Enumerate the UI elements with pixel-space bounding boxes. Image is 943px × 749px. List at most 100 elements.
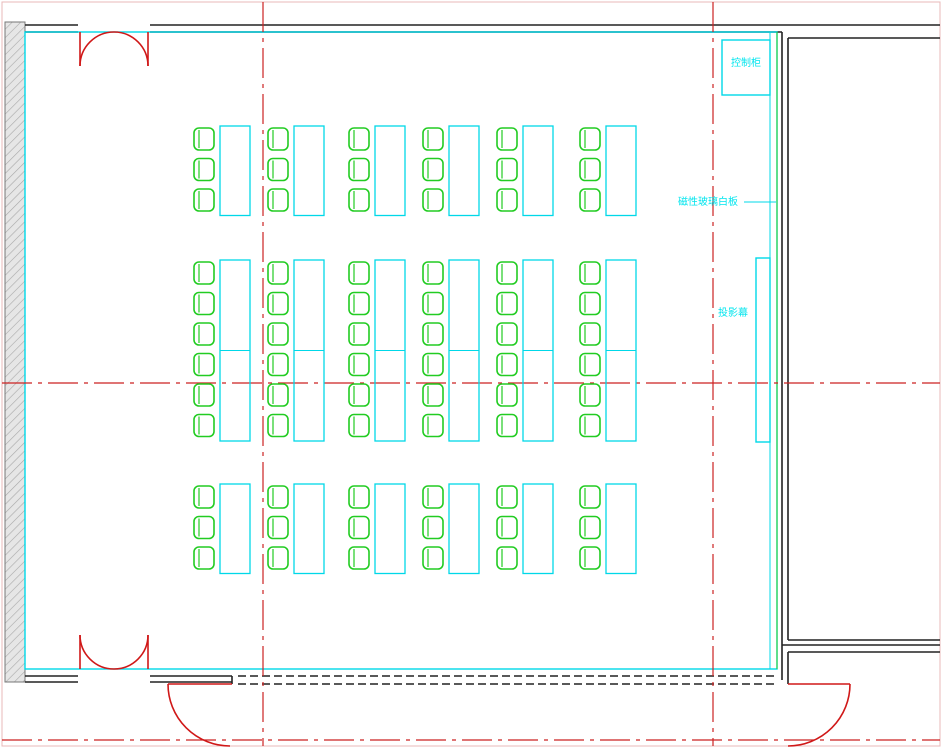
chair	[422, 157, 444, 182]
desk	[374, 125, 406, 217]
chair	[579, 322, 601, 346]
door-bottom-left	[79, 634, 149, 670]
chair	[267, 157, 289, 182]
chair	[193, 322, 215, 346]
chair	[193, 127, 215, 151]
chair	[422, 352, 444, 377]
chair	[579, 546, 601, 570]
chair	[496, 322, 518, 346]
chair	[267, 261, 289, 285]
chair	[193, 413, 215, 438]
desk	[522, 125, 554, 217]
chair	[422, 485, 444, 509]
chair	[422, 291, 444, 316]
chair	[496, 291, 518, 316]
chair	[579, 291, 601, 316]
chair	[496, 127, 518, 151]
chair	[193, 485, 215, 509]
chair	[348, 322, 370, 346]
chair	[422, 261, 444, 285]
chair	[267, 322, 289, 346]
desk	[219, 125, 251, 217]
control-cabinet-box	[721, 39, 771, 96]
desk	[293, 125, 325, 217]
desk	[374, 483, 406, 575]
chair	[496, 188, 518, 212]
desk	[448, 125, 480, 217]
chair	[579, 485, 601, 509]
chair	[193, 515, 215, 540]
chair	[348, 352, 370, 377]
projection-screen-bar	[755, 257, 771, 443]
chair	[579, 352, 601, 377]
chair	[496, 157, 518, 182]
chair	[267, 515, 289, 540]
chair	[496, 515, 518, 540]
chair	[422, 515, 444, 540]
chair	[496, 413, 518, 438]
chair	[348, 515, 370, 540]
chair	[422, 546, 444, 570]
desk	[605, 483, 637, 575]
control-cabinet-label: 控制柜	[731, 56, 761, 69]
chair	[422, 127, 444, 151]
chair	[496, 261, 518, 285]
desk	[219, 483, 251, 575]
chair	[267, 127, 289, 151]
chair	[193, 291, 215, 316]
chair	[496, 383, 518, 407]
chair	[348, 188, 370, 212]
chair	[193, 546, 215, 570]
chair	[267, 383, 289, 407]
chair	[579, 383, 601, 407]
desk	[448, 483, 480, 575]
chair	[348, 261, 370, 285]
door-bottom-wide-left	[167, 683, 232, 747]
chair	[348, 413, 370, 438]
desk	[293, 483, 325, 575]
door-top-left	[79, 31, 149, 67]
chair	[422, 188, 444, 212]
chair	[496, 546, 518, 570]
outer-walls	[25, 24, 940, 685]
chair	[579, 127, 601, 151]
chair	[193, 383, 215, 407]
chair	[267, 485, 289, 509]
projection-screen-label: 投影幕	[718, 306, 748, 319]
chair	[422, 322, 444, 346]
left-wall-hatch	[4, 21, 26, 683]
door-bottom-wide-right	[787, 683, 851, 747]
whiteboard-label: 磁性玻璃白板	[678, 195, 738, 208]
chair	[422, 413, 444, 438]
chair	[496, 485, 518, 509]
chair	[193, 188, 215, 212]
chair	[267, 291, 289, 316]
chair	[193, 261, 215, 285]
chair	[348, 485, 370, 509]
chair	[579, 157, 601, 182]
doors	[79, 31, 851, 747]
chair	[579, 188, 601, 212]
seating-area	[193, 125, 637, 575]
desk	[605, 125, 637, 217]
chair	[348, 127, 370, 151]
chair	[348, 383, 370, 407]
chair	[579, 413, 601, 438]
chair	[267, 188, 289, 212]
chair	[348, 157, 370, 182]
chair	[267, 546, 289, 570]
chair	[348, 291, 370, 316]
chair	[579, 515, 601, 540]
chair	[348, 546, 370, 570]
chair	[579, 261, 601, 285]
chair	[267, 352, 289, 377]
desk	[522, 483, 554, 575]
chair	[267, 413, 289, 438]
chair	[193, 352, 215, 377]
chair	[496, 352, 518, 377]
chair	[193, 157, 215, 182]
chair	[422, 383, 444, 407]
